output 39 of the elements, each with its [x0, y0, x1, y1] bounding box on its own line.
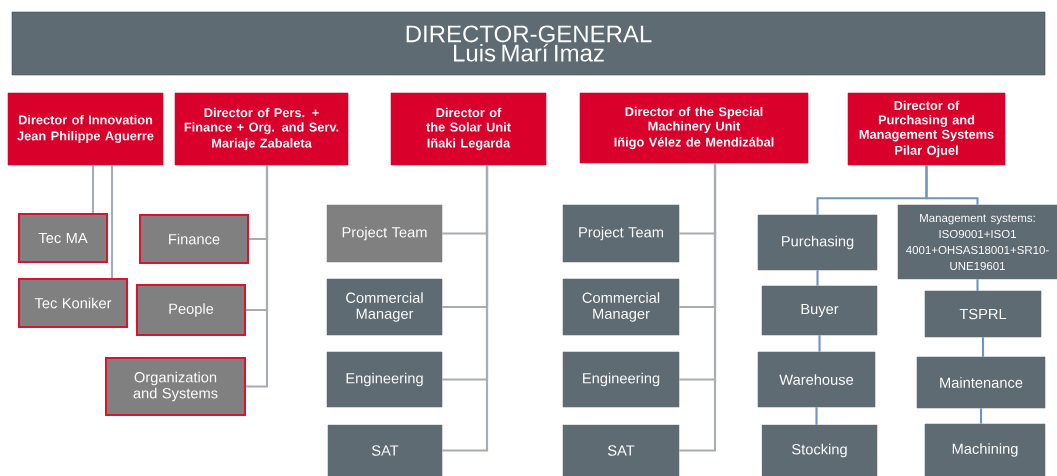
director-box: Director of Pers. + Finance + Org. and Serv. Mariaje Zabaleta: [174, 92, 349, 166]
unit-box: SAT: [327, 424, 443, 476]
unit-box: Management systems: ISO9001+ISO1 4001+OHSAS18001+SR10- UNE19601: [897, 204, 1057, 280]
director-box: Director of Innovation Jean Philippe Aguerre: [7, 92, 164, 166]
unit-box: Warehouse: [757, 351, 876, 408]
unit-box: Engineering: [326, 351, 443, 408]
connector-line: [91, 165, 95, 213]
unit-box: Project Team: [326, 204, 443, 263]
unit-box: TSPRL: [924, 290, 1042, 338]
general-box: DIRECTOR-GENERAL Luis Marí Imaz: [11, 11, 1046, 76]
unit-box: Commercial Manager: [326, 278, 443, 336]
connector-line: [246, 165, 269, 388]
unit-box: Tec MA: [18, 213, 108, 263]
connector-line: [981, 337, 985, 357]
unit-box: Organization and Systems: [105, 357, 246, 416]
unit-box: Tec Koniker: [18, 278, 128, 328]
director-box: Director of Purchasing and Management Systems Pilar Ojuel: [847, 92, 1006, 166]
connector-line: [815, 407, 818, 425]
unit-box: Project Team: [562, 204, 680, 263]
connector-line: [925, 165, 979, 205]
unit-box: Maintenance: [916, 356, 1046, 409]
unit-box: SAT: [562, 424, 680, 476]
connector-line: [979, 408, 983, 424]
unit-box: Commercial Manager: [562, 278, 680, 336]
unit-box: Finance: [139, 214, 249, 264]
unit-box: Machining: [924, 423, 1046, 476]
connector-line: [442, 165, 489, 452]
connector-line: [679, 163, 717, 452]
connector-line: [976, 279, 979, 291]
unit-box: Purchasing: [757, 214, 878, 271]
connector-line: [110, 165, 114, 278]
unit-box: Stocking: [761, 424, 878, 476]
unit-box: Engineering: [562, 351, 680, 408]
unit-box: Buyer: [761, 285, 878, 336]
unit-box: People: [136, 284, 246, 336]
connector-line: [818, 335, 821, 352]
director-box: Director of the Special Machinery Unit Iñigo Vélez de Mendizábal: [579, 92, 809, 164]
connector-line: [816, 270, 819, 286]
director-box: Director of the Solar Unit Iñaki Legarda: [390, 92, 547, 166]
